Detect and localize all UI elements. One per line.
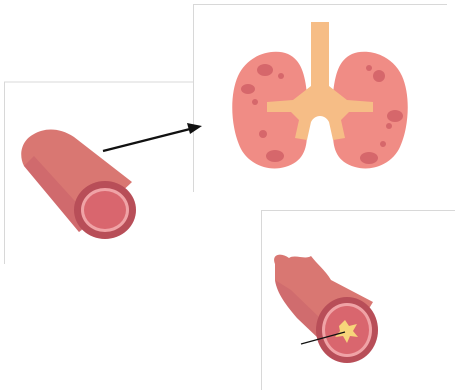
lungs-icon — [193, 4, 447, 192]
vessel-lumen — [84, 191, 126, 229]
clot-panel — [261, 210, 455, 390]
blocked-vessel-clot-icon — [261, 210, 455, 390]
blood-vessel-icon — [4, 82, 198, 264]
vessel-panel — [4, 82, 198, 264]
lungs-panel — [193, 4, 447, 192]
